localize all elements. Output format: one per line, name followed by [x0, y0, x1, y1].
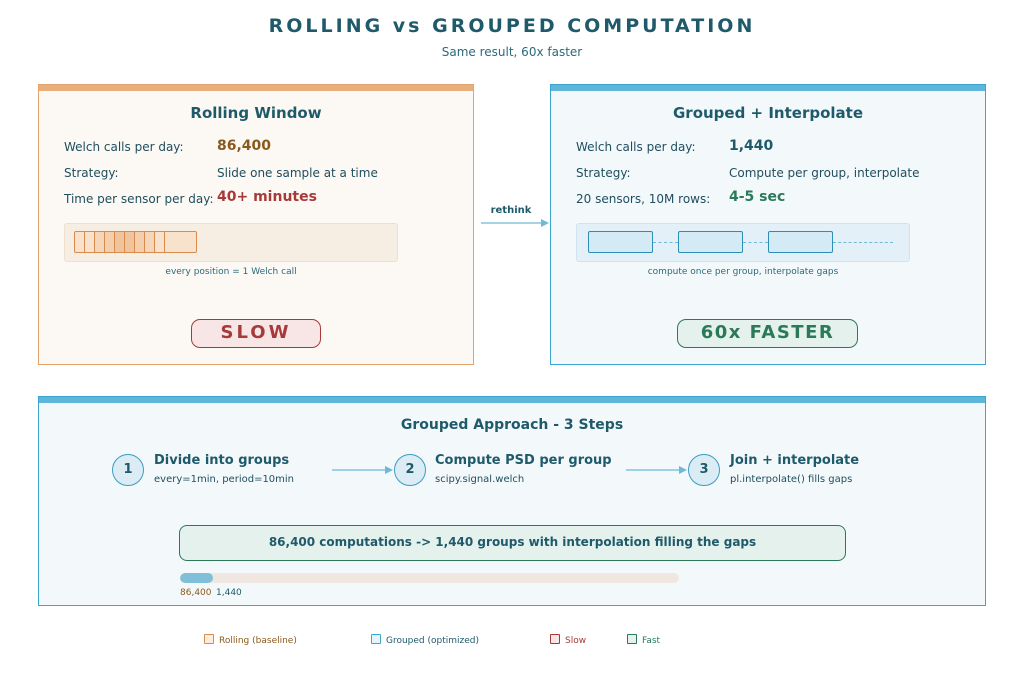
legend-label: Grouped (optimized) — [386, 636, 480, 646]
group-box — [678, 231, 743, 253]
computation-progress-fill — [180, 573, 213, 583]
grouped-panel-accent-bar — [551, 85, 985, 91]
legend-label: Rolling (baseline) — [219, 636, 297, 646]
progress-total-label: 86,400 — [180, 588, 212, 598]
progress-grouped-label: 1,440 — [216, 588, 242, 598]
step-1-subtitle: every=1min, period=10min — [154, 474, 295, 485]
slow-badge: SLOW — [191, 319, 321, 348]
grouped-strategy-value: Compute per group, interpolate — [729, 166, 920, 180]
grouped-sensors-label: 20 sensors, 10M rows: — [576, 192, 711, 206]
computation-progress-bar — [180, 573, 679, 583]
grouped-steps-panel: Grouped Approach - 3 Steps 1 Divide into… — [38, 396, 986, 606]
grouped-strip-caption: compute once per group, interpolate gaps — [647, 267, 839, 277]
grouped-interpolate-panel: Grouped + Interpolate Welch calls per da… — [550, 84, 986, 365]
step-1-number: 1 — [112, 454, 144, 486]
page-subtitle: Same result, 60x faster — [441, 45, 583, 59]
step-arrow-icon — [332, 466, 393, 474]
legend-item-slow: Slow — [550, 634, 586, 646]
rethink-arrow: rethink — [480, 203, 550, 233]
interpolation-gap — [833, 242, 893, 243]
page-title: ROLLING vs GROUPED COMPUTATION — [268, 15, 756, 37]
legend-swatch — [550, 634, 560, 644]
step-arrow-icon — [626, 466, 687, 474]
rolling-welch-calls-value: 86,400 — [217, 138, 272, 154]
legend-swatch — [371, 634, 381, 644]
steps-title: Grouped Approach - 3 Steps — [400, 417, 624, 433]
rolling-strategy-value: Slide one sample at a time — [217, 166, 378, 180]
step-2-subtitle: scipy.signal.welch — [435, 474, 525, 485]
grouped-sensors-value: 4-5 sec — [729, 189, 786, 205]
group-box — [588, 231, 653, 253]
faster-badge: 60x FASTER — [677, 319, 858, 348]
rethink-label: rethink — [490, 205, 532, 216]
rolling-welch-calls-label: Welch calls per day: — [64, 140, 184, 154]
interpolation-gap — [653, 242, 678, 243]
rolling-time-value: 40+ minutes — [217, 189, 317, 205]
step-2-number: 2 — [394, 454, 426, 486]
arrow-right-icon — [481, 219, 549, 227]
group-box — [768, 231, 833, 253]
legend-item-rolling: Rolling (baseline) — [204, 634, 297, 646]
steps-panel-accent-bar — [39, 397, 985, 403]
legend-label: Fast — [642, 636, 661, 646]
legend-swatch — [627, 634, 637, 644]
grouped-welch-calls-value: 1,440 — [729, 138, 774, 154]
rolling-panel-accent-bar — [39, 85, 473, 91]
legend-item-fast: Fast — [627, 634, 660, 646]
rolling-panel-title: Rolling Window — [190, 104, 322, 122]
summary-box: 86,400 computations -> 1,440 groups with… — [179, 525, 846, 561]
step-3-number: 3 — [688, 454, 720, 486]
rolling-strategy-label: Strategy: — [64, 166, 119, 180]
step-1-title: Divide into groups — [154, 453, 290, 468]
step-3-title: Join + interpolate — [730, 453, 860, 468]
rolling-window-panel: Rolling Window Welch calls per day: 86,4… — [38, 84, 474, 365]
rolling-time-label: Time per sensor per day: — [64, 192, 214, 206]
grouped-strategy-label: Strategy: — [576, 166, 631, 180]
step-2-title: Compute PSD per group — [435, 453, 612, 468]
step-3-subtitle: pl.interpolate() fills gaps — [730, 474, 853, 485]
grouped-welch-calls-label: Welch calls per day: — [576, 140, 696, 154]
legend-label: Slow — [565, 636, 587, 646]
legend-item-grouped: Grouped (optimized) — [371, 634, 479, 646]
legend-swatch — [204, 634, 214, 644]
grouped-panel-title: Grouped + Interpolate — [672, 104, 863, 122]
rolling-strip-caption: every position = 1 Welch call — [165, 267, 297, 277]
interpolation-gap — [743, 242, 768, 243]
rolling-window-cell — [164, 231, 197, 253]
